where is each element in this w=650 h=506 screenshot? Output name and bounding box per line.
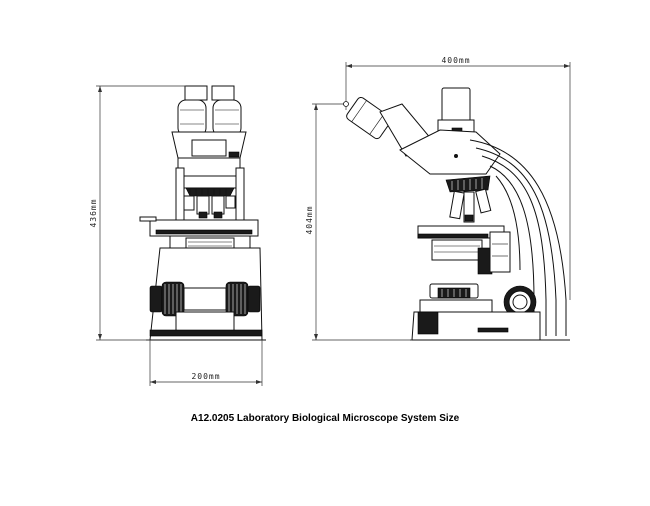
figure-caption: A12.0205 Laboratory Biological Microscop… — [190, 413, 460, 424]
front-view — [139, 85, 266, 341]
front-width-label: 200mm — [191, 372, 220, 381]
side-height-label: 404mm — [305, 205, 314, 234]
side-height-dimension: 404mm — [305, 101, 412, 341]
front-height-dimension: 436mm — [89, 85, 186, 341]
side-view — [346, 87, 570, 341]
front-height-label: 436mm — [89, 198, 98, 227]
side-width-dimension: 400mm — [345, 56, 571, 300]
front-width-dimension: 200mm — [149, 340, 263, 386]
side-width-label: 400mm — [441, 56, 470, 65]
